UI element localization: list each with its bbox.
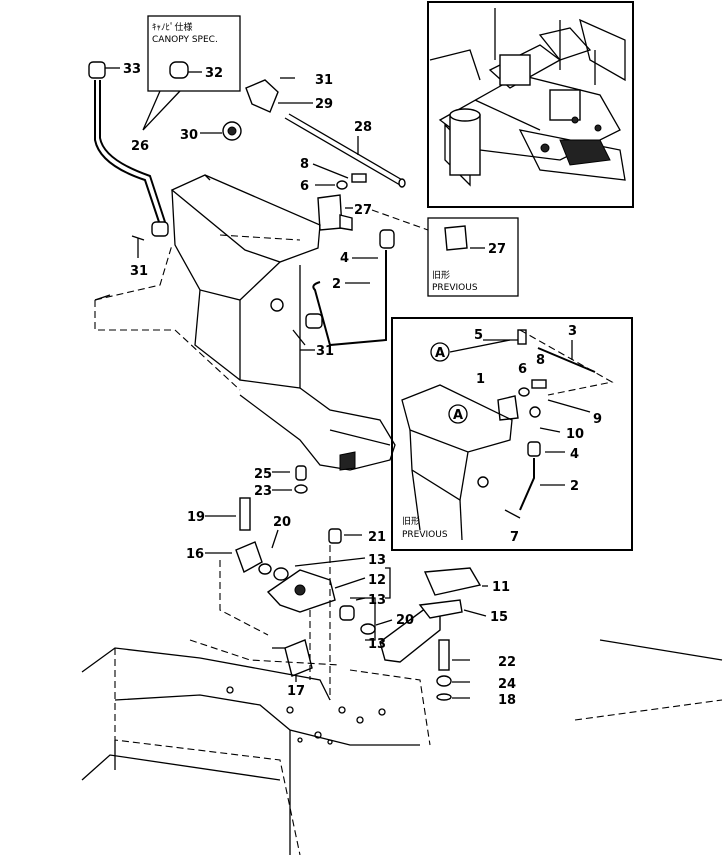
- canopy-spec-jp: ｷｬﾉﾋﾟ仕様: [152, 21, 193, 33]
- lever-assembly-26: 33 26 31: [88, 61, 169, 279]
- callout-32: 32: [205, 66, 223, 81]
- previous-label-jp: 旧形: [432, 269, 450, 281]
- callout-13-a: 13: [368, 553, 386, 568]
- canopy-spec-box: ｷｬﾉﾋﾟ仕様 CANOPY SPEC. 32: [142, 15, 241, 131]
- callout-31-a: 31: [130, 264, 148, 279]
- previous-spec-en: PREVIOUS: [402, 530, 448, 540]
- ref-a-1: A: [435, 346, 445, 361]
- callout-21: 21: [368, 530, 386, 545]
- ref-a-2: A: [453, 408, 463, 423]
- callout-33: 33: [123, 62, 141, 77]
- callout-6-b: 6: [518, 362, 527, 377]
- callout-23: 23: [254, 484, 272, 499]
- callout-10: 10: [566, 427, 584, 442]
- callout-29: 29: [315, 97, 333, 112]
- callout-25: 25: [254, 467, 272, 482]
- callout-28: 28: [354, 120, 372, 135]
- callout-7: 7: [510, 530, 519, 545]
- callout-8-a: 8: [300, 157, 309, 172]
- callout-12: 12: [368, 573, 386, 588]
- previous-spec-box: A 5 3 8 6 1 9 10 A 4 2 7 旧形 PREVIOUS: [391, 317, 633, 551]
- callout-9: 9: [593, 412, 602, 427]
- bracket-assembly-27: 8 6 27: [300, 157, 372, 231]
- callout-13-b: 13: [368, 593, 386, 608]
- canopy-spec-en: CANOPY SPEC.: [152, 35, 218, 45]
- callout-2-a: 2: [332, 277, 341, 292]
- callout-20-a: 20: [273, 515, 291, 530]
- callout-27-b: 27: [488, 242, 506, 257]
- callout-4-a: 4: [340, 251, 349, 266]
- callout-3: 3: [568, 324, 577, 339]
- callout-1: 1: [476, 372, 485, 387]
- previous-spec-jp: 旧形: [402, 515, 420, 527]
- callout-16: 16: [186, 547, 204, 562]
- lever-assembly-2: 4 2 31: [292, 229, 395, 359]
- inset-machine-view: [427, 1, 634, 208]
- callout-22: 22: [498, 655, 516, 670]
- callout-4-b: 4: [570, 447, 579, 462]
- callout-11: 11: [492, 580, 510, 595]
- callout-13-c: 13: [368, 637, 386, 652]
- callout-8-b: 8: [536, 353, 545, 368]
- callout-24: 24: [498, 677, 516, 692]
- callout-26: 26: [131, 139, 149, 154]
- callout-18: 18: [498, 693, 516, 708]
- callout-30: 30: [180, 128, 198, 143]
- callout-27-a: 27: [354, 203, 372, 218]
- shaft-assembly-28: 31 29 30 28: [180, 73, 406, 188]
- callout-19: 19: [187, 510, 205, 525]
- callout-17: 17: [287, 684, 305, 699]
- previous-bracket-box: 27 旧形 PREVIOUS: [371, 209, 519, 297]
- callout-6-a: 6: [300, 179, 309, 194]
- base-frame: [81, 639, 723, 856]
- callout-15: 15: [490, 610, 508, 625]
- callout-31-c: 31: [316, 344, 334, 359]
- pedal-assembly: 25 23 19 20 16 21 13 12 13 11 15: [186, 465, 516, 708]
- callout-2-b: 2: [570, 479, 579, 494]
- callout-31-b: 31: [315, 73, 333, 88]
- console-body: [94, 174, 396, 471]
- callout-20-b: 20: [396, 613, 414, 628]
- previous-label-en: PREVIOUS: [432, 283, 478, 293]
- callout-5: 5: [474, 328, 483, 343]
